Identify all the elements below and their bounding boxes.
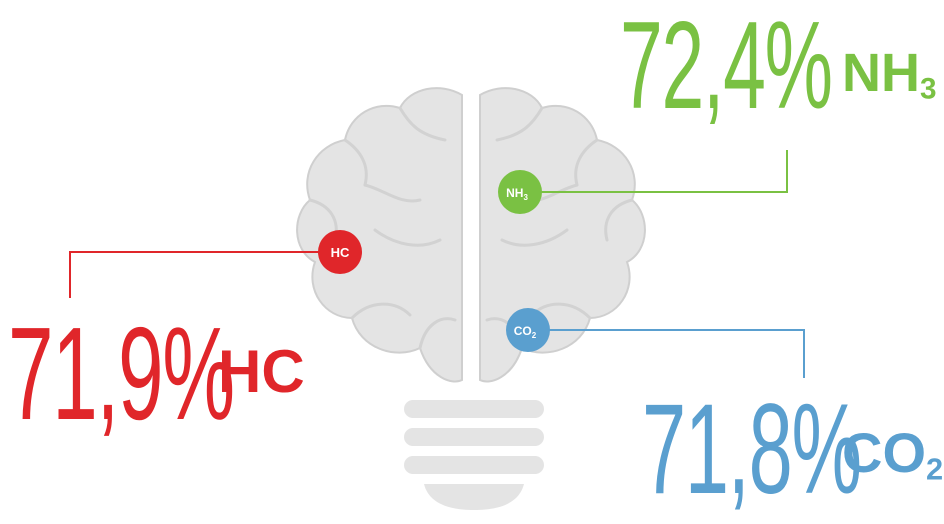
hc-label: HC — [218, 338, 305, 405]
co2-label: CO2 — [842, 421, 944, 487]
co2-badge: CO2 — [506, 308, 550, 352]
hc-connector-line — [69, 251, 320, 298]
nh3-connector-line — [540, 150, 788, 193]
brain-folds — [308, 106, 634, 350]
nh3-label: NH3 — [842, 43, 937, 106]
svg-text:HC: HC — [331, 245, 350, 260]
nh3-percent: 72,4% — [620, 0, 833, 135]
hc-percent: 71,9% — [8, 300, 235, 447]
bulb-base-icon — [404, 400, 544, 510]
co2-percent: 71,8% — [642, 378, 862, 521]
nh3-badge: NH3 — [498, 170, 542, 214]
svg-text:CO2: CO2 — [514, 324, 537, 340]
svg-text:NH3: NH3 — [506, 186, 528, 202]
hc-badge: HC — [318, 230, 362, 274]
co2-connector-line — [548, 329, 805, 378]
